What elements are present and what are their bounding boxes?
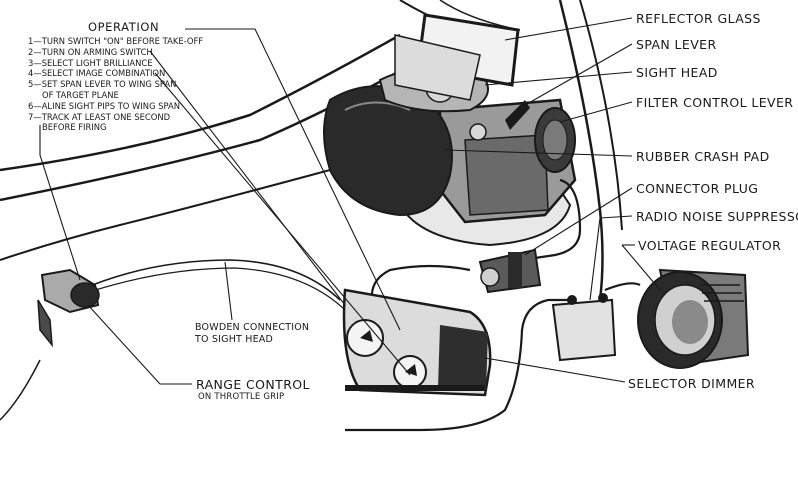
label-sight-head: SIGHT HEAD bbox=[636, 65, 718, 80]
operation-step: 7—TRACK AT LEAST ONE SECOND bbox=[28, 111, 171, 122]
operation-step: 2—TURN ON ARMING SWITCH bbox=[28, 46, 153, 57]
operation-step: 5—SET SPAN LEVER TO WING SPAN bbox=[28, 79, 177, 90]
range-control-unit bbox=[37, 268, 100, 348]
cables bbox=[79, 178, 641, 432]
operation-step: 6—ALINE SIGHT PIPS TO WING SPAN bbox=[28, 100, 181, 111]
operation-heading: OPERATION bbox=[88, 20, 160, 34]
label-bowden-connection: BOWDEN CONNECTION bbox=[195, 322, 310, 333]
selector-dimmer-unit bbox=[342, 288, 492, 397]
operation-panel: OPERATION 1—TURN SWITCH "ON" BEFORE TAKE… bbox=[28, 20, 203, 133]
label-span-lever: SPAN LEVER bbox=[636, 37, 717, 52]
label-range-control-sub: ON THROTTLE GRIP bbox=[198, 392, 285, 402]
label-selector-dimmer: SELECTOR DIMMER bbox=[628, 376, 756, 391]
label-filter-control-lever: FILTER CONTROL LEVER bbox=[636, 95, 794, 110]
radio-noise-suppressor bbox=[551, 293, 617, 362]
operation-step-continued: OF TARGET PLANE bbox=[42, 89, 119, 100]
voltage-regulator bbox=[637, 268, 750, 369]
label-connector-plug: CONNECTOR PLUG bbox=[636, 181, 759, 196]
label-voltage-regulator: VOLTAGE REGULATOR bbox=[638, 238, 782, 253]
label-range-control: RANGE CONTROL bbox=[196, 377, 310, 392]
label-radio-noise-suppressor: RADIO NOISE SUPPRESSOR bbox=[636, 209, 798, 224]
leader-lines bbox=[39, 17, 661, 385]
operation-step: 4—SELECT IMAGE COMBINATION bbox=[28, 68, 166, 79]
label-rubber-crash-pad: RUBBER CRASH PAD bbox=[636, 149, 770, 164]
operation-step-continued: BEFORE FIRING bbox=[42, 122, 107, 133]
connector-plug bbox=[478, 248, 542, 294]
operation-step: 1—TURN SWITCH "ON" BEFORE TAKE-OFF bbox=[28, 36, 204, 46]
label-bowden-to-sight-head: TO SIGHT HEAD bbox=[195, 334, 274, 345]
sight-head bbox=[323, 13, 577, 247]
label-reflector-glass: REFLECTOR GLASS bbox=[636, 11, 761, 26]
operation-step: 3—SELECT LIGHT BRILLIANCE bbox=[28, 57, 153, 68]
